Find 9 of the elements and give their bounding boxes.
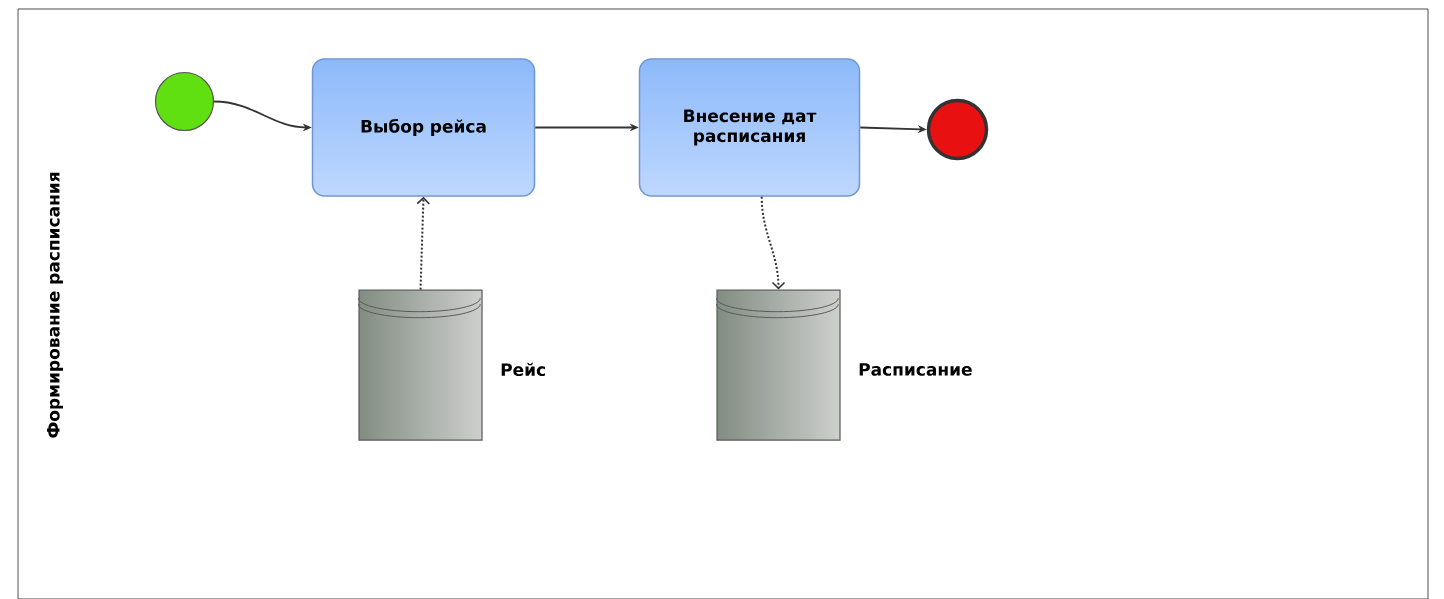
lane-label: Формирование расписания <box>47 172 63 438</box>
task-box: Выбор рейса <box>311 58 536 197</box>
end-event-circle <box>926 98 989 161</box>
task-box: Внесение дат расписания <box>638 58 861 197</box>
start-event-circle <box>154 71 215 132</box>
data-store-label: Расписание <box>859 363 972 376</box>
data-store-label: Рейс <box>501 362 545 377</box>
arrow <box>416 196 431 291</box>
arrow <box>760 195 786 290</box>
